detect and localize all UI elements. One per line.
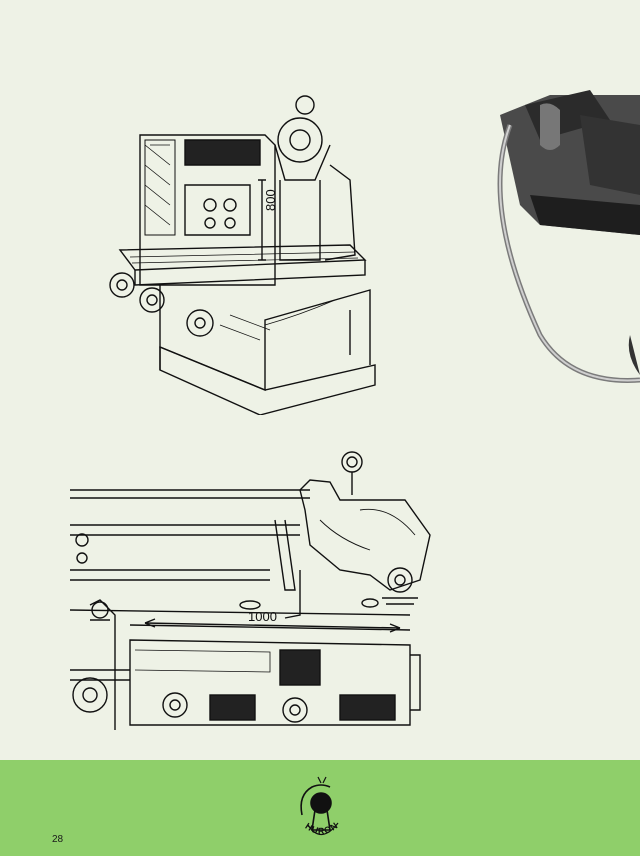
milling-head-drawing: 1000 <box>70 440 440 730</box>
height-dimension-label: 800 <box>263 189 278 211</box>
milling-machine-drawing: 800 <box>100 85 390 415</box>
logo-text: HURON <box>303 820 339 836</box>
page-number: 28 <box>52 834 64 845</box>
svg-text:HURON: HURON <box>303 820 340 836</box>
motor-unit-photo <box>480 85 640 405</box>
width-dimension-label: 1000 <box>248 609 277 624</box>
huron-logo: HURON <box>290 775 352 845</box>
